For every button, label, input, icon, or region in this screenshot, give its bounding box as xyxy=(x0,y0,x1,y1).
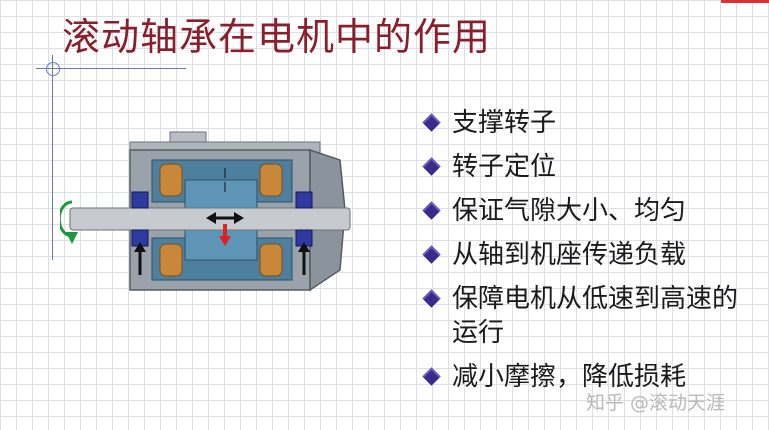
decorative-horizontal-line xyxy=(36,68,186,69)
terminal-box xyxy=(169,131,207,143)
diamond-bullet-icon xyxy=(422,113,441,132)
diamond-bullet-icon xyxy=(422,245,441,264)
motor-cross-section-diagram xyxy=(60,131,351,292)
diamond-bullet-icon xyxy=(422,289,441,308)
bullet-text: 支撑转子 xyxy=(452,108,557,138)
list-item: 保证气隙大小、均匀 xyxy=(422,194,742,228)
axial-double-arrow xyxy=(206,212,244,224)
list-item: 支撑转子 xyxy=(422,106,742,140)
winding-top-left xyxy=(159,163,183,197)
bullet-text: 保证气隙大小、均匀 xyxy=(452,196,687,226)
bullet-text: 从轴到机座传递负载 xyxy=(452,240,687,270)
bullet-text: 减小摩擦，降低损耗 xyxy=(452,362,687,392)
list-item: 保障电机从低速到高速的运行 xyxy=(422,282,742,350)
diamond-bullet-icon xyxy=(422,367,441,386)
slide-title: 滚动轴承在电机中的作用 xyxy=(62,15,492,59)
diamond-bullet-icon xyxy=(422,201,441,220)
load-arrow-left xyxy=(134,242,146,275)
list-item: 从轴到机座传递负载 xyxy=(422,238,742,272)
bearing-left-top xyxy=(131,191,149,209)
decorative-circle xyxy=(46,62,60,76)
winding-top-right xyxy=(259,163,283,197)
diamond-bullet-icon xyxy=(422,157,441,176)
decorative-vertical-line xyxy=(52,55,53,260)
bullet-list: 支撑转子 转子定位 保证气隙大小、均匀 从轴到机座传递负载 保障电机从低速到高速… xyxy=(422,106,742,404)
rotation-green-arrow xyxy=(60,200,78,244)
bearing-right-top xyxy=(295,191,313,209)
list-item: 转子定位 xyxy=(422,150,742,184)
corner-accent-bar xyxy=(721,0,769,3)
winding-bottom-right xyxy=(259,243,283,277)
list-item: 减小摩擦，降低损耗 xyxy=(422,360,742,394)
bullet-text: 转子定位 xyxy=(452,152,557,182)
radial-load-red-arrow xyxy=(219,224,231,246)
winding-bottom-left xyxy=(159,243,183,277)
bullet-text: 保障电机从低速到高速的运行 xyxy=(452,284,739,348)
load-arrow-right xyxy=(298,242,310,275)
watermark: 知乎 @滚动天涯 xyxy=(586,392,726,414)
